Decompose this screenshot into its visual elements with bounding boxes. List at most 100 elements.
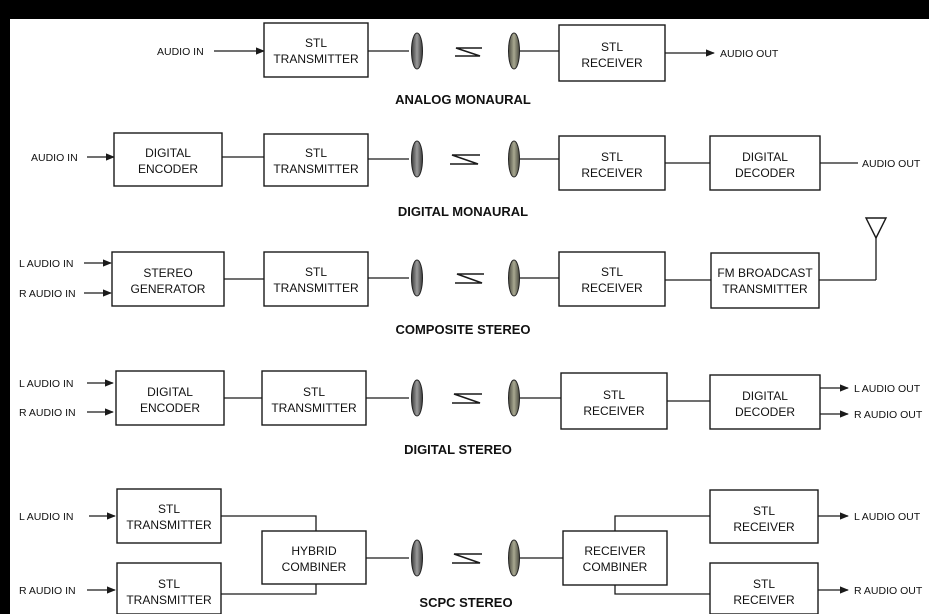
stl-receiver-box: STL RECEIVER (558, 135, 666, 191)
svg-text:STL: STL (603, 388, 625, 402)
r-audio-in-label: R AUDIO IN (19, 585, 76, 597)
transmit-dish-icon (411, 539, 423, 577)
svg-text:STL: STL (305, 146, 327, 160)
svg-text:STL: STL (601, 40, 623, 54)
l-audio-out-label: L AUDIO OUT (854, 511, 921, 523)
svg-text:DECODER: DECODER (735, 166, 795, 180)
section-title: ANALOG MONAURAL (395, 92, 531, 107)
svg-text:STL: STL (305, 36, 327, 50)
svg-text:STL: STL (601, 265, 623, 279)
stl-receiver-box: STL RECEIVER (560, 372, 668, 430)
svg-text:STL: STL (305, 265, 327, 279)
stl-receiver-left-box: STL RECEIVER (709, 489, 819, 544)
svg-text:RECEIVER: RECEIVER (584, 544, 646, 558)
svg-text:TRANSMITTER: TRANSMITTER (722, 282, 808, 296)
transmit-dish-icon (411, 32, 423, 70)
stereo-generator-box: STEREO GENERATOR (111, 251, 225, 307)
receive-dish-icon (508, 379, 520, 417)
r-audio-in-label: R AUDIO IN (19, 288, 76, 300)
left-border (0, 0, 10, 614)
svg-text:RECEIVER: RECEIVER (733, 593, 795, 607)
svg-text:DIGITAL: DIGITAL (742, 150, 788, 164)
svg-text:DIGITAL: DIGITAL (147, 385, 193, 399)
hybrid-combiner-box: HYBRID COMBINER (261, 530, 367, 585)
digital-decoder-box: DIGITAL DECODER (709, 374, 821, 430)
svg-text:TRANSMITTER: TRANSMITTER (273, 281, 359, 295)
stl-receiver-right-box: STL RECEIVER (709, 562, 819, 614)
transmit-dish-icon (411, 140, 423, 178)
receiver-combiner-box: RECEIVER COMBINER (562, 530, 668, 586)
r-audio-in-label: R AUDIO IN (19, 407, 76, 419)
transmit-dish-icon (411, 259, 423, 297)
section-digital-stereo: L AUDIO IN R AUDIO IN DIGITAL ENCODER ST… (19, 370, 923, 457)
svg-text:RECEIVER: RECEIVER (583, 404, 645, 418)
stl-receiver-box: STL RECEIVER (558, 24, 666, 82)
audio-in-label: AUDIO IN (31, 152, 78, 164)
svg-text:STL: STL (303, 385, 325, 399)
section-digital-monaural: AUDIO IN DIGITAL ENCODER STL TRANSMITTER… (31, 132, 921, 219)
section-composite-stereo: L AUDIO IN R AUDIO IN STEREO GENERATOR S… (19, 217, 888, 337)
audio-in-label: AUDIO IN (157, 46, 204, 58)
stl-transmitter-box: STL TRANSMITTER (263, 251, 369, 307)
microwave-link-icon (452, 553, 482, 564)
svg-text:COMBINER: COMBINER (583, 560, 648, 574)
audio-out-label: AUDIO OUT (720, 48, 779, 60)
svg-text:RECEIVER: RECEIVER (733, 520, 795, 534)
svg-text:TRANSMITTER: TRANSMITTER (273, 52, 359, 66)
stl-receiver-box: STL RECEIVER (558, 251, 666, 307)
section-analog-monaural: AUDIO IN STL TRANSMITTER STL RECEIVER AU… (157, 22, 779, 107)
receive-dish-icon (508, 259, 520, 297)
svg-text:TRANSMITTER: TRANSMITTER (126, 593, 212, 607)
microwave-link-icon (455, 273, 484, 284)
microwave-link-icon (452, 393, 482, 404)
broadcast-antenna-icon (864, 217, 888, 240)
section-title: DIGITAL STEREO (404, 442, 512, 457)
microwave-link-icon (455, 47, 482, 57)
svg-text:TRANSMITTER: TRANSMITTER (273, 162, 359, 176)
digital-decoder-box: DIGITAL DECODER (709, 135, 821, 191)
svg-text:HYBRID: HYBRID (291, 544, 337, 558)
section-scpc-stereo: L AUDIO IN R AUDIO IN STL TRANSMITTER ST… (19, 488, 923, 614)
stl-transmitter-right-box: STL TRANSMITTER (116, 562, 222, 614)
svg-text:STL: STL (158, 577, 180, 591)
l-audio-in-label: L AUDIO IN (19, 511, 73, 523)
top-border (0, 0, 929, 19)
svg-text:TRANSMITTER: TRANSMITTER (126, 518, 212, 532)
svg-text:DIGITAL: DIGITAL (145, 146, 191, 160)
fm-broadcast-transmitter-box: FM BROADCAST TRANSMITTER (710, 252, 820, 309)
l-audio-in-label: L AUDIO IN (19, 258, 73, 270)
svg-text:RECEIVER: RECEIVER (581, 56, 643, 70)
svg-text:DECODER: DECODER (735, 405, 795, 419)
section-title: DIGITAL MONAURAL (398, 204, 528, 219)
digital-encoder-box: DIGITAL ENCODER (115, 370, 225, 426)
microwave-link-icon (450, 154, 480, 165)
section-title: COMPOSITE STEREO (395, 322, 530, 337)
stl-transmitter-left-box: STL TRANSMITTER (116, 488, 222, 544)
audio-out-label: AUDIO OUT (862, 158, 921, 170)
svg-text:STL: STL (601, 150, 623, 164)
receive-dish-icon (508, 539, 520, 577)
svg-text:ENCODER: ENCODER (140, 401, 200, 415)
svg-text:STEREO: STEREO (143, 266, 192, 280)
r-audio-out-label: R AUDIO OUT (854, 409, 923, 421)
svg-text:RECEIVER: RECEIVER (581, 166, 643, 180)
svg-text:STL: STL (753, 504, 775, 518)
stl-transmitter-box: STL TRANSMITTER (261, 370, 367, 426)
svg-text:ENCODER: ENCODER (138, 162, 198, 176)
stl-transmitter-box: STL TRANSMITTER (263, 22, 369, 78)
receive-dish-icon (508, 140, 520, 178)
svg-text:STL: STL (753, 577, 775, 591)
r-audio-out-label: R AUDIO OUT (854, 585, 923, 597)
stl-transmitter-box: STL TRANSMITTER (263, 133, 369, 187)
receive-dish-icon (508, 32, 520, 70)
section-title: SCPC STEREO (419, 595, 512, 610)
svg-text:FM BROADCAST: FM BROADCAST (717, 266, 813, 280)
transmit-dish-icon (411, 379, 423, 417)
svg-text:STL: STL (158, 502, 180, 516)
l-audio-in-label: L AUDIO IN (19, 378, 73, 390)
svg-text:RECEIVER: RECEIVER (581, 281, 643, 295)
l-audio-out-label: L AUDIO OUT (854, 383, 921, 395)
svg-text:DIGITAL: DIGITAL (742, 389, 788, 403)
svg-text:TRANSMITTER: TRANSMITTER (271, 401, 357, 415)
